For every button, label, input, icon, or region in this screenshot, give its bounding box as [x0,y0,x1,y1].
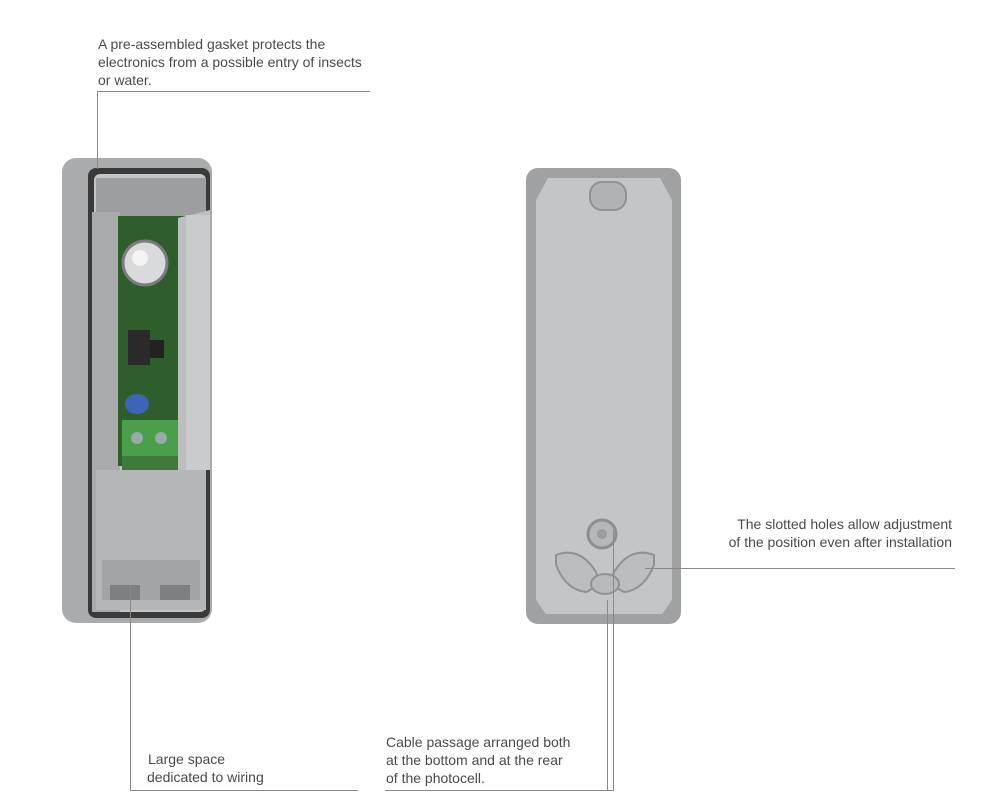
slotted-caption: The slotted holes allow adjustment of th… [729,515,952,551]
gasket-leader-v [97,91,98,169]
terminal-block [122,420,178,456]
cable-leader-v1 [607,600,608,790]
wiring-caption-line2: dedicated to wiring [147,769,264,785]
cable-caption-line1: Cable passage arranged both [386,734,571,750]
cable-leader-v2 [613,530,614,790]
wiring-leader-h [130,790,358,791]
closed-photocell-image [526,168,681,624]
slotted-caption-line2: of the position even after installation [728,534,952,550]
gasket-leader-h [97,91,370,92]
wiring-caption-line1: Large space [148,751,226,767]
slotted-leader-h [645,568,955,569]
wiring-caption: Large space dedicated to wiring [147,750,264,786]
wiring-leader-v [130,585,131,790]
cable-caption: Cable passage arranged both at the botto… [386,733,570,787]
cable-leader-h [385,790,614,791]
open-photocell-image [62,158,212,623]
slotted-caption-line1: The slotted holes allow adjustment [737,516,952,532]
cable-caption-line2: at the bottom and at the rear [386,752,563,768]
gasket-caption: A pre-assembled gasket protects the elec… [98,36,362,88]
cable-caption-line3: of the photocell. [386,770,485,786]
